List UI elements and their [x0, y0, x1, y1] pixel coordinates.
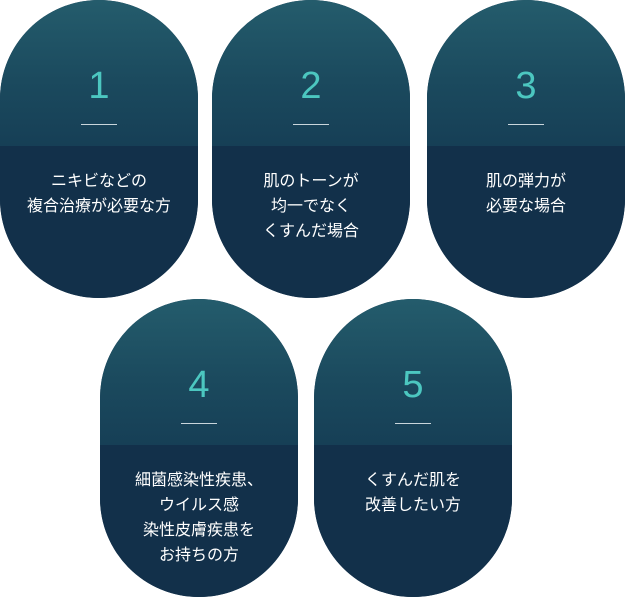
card-text: 肌の弾力が 必要な場合 [485, 171, 566, 215]
card-divider [181, 423, 217, 424]
card-divider [81, 124, 117, 125]
card-top-panel [100, 299, 298, 445]
card-bottom-panel [427, 146, 625, 298]
card-top-panel [0, 0, 198, 146]
card-top-panel [212, 0, 410, 146]
card-top-panel [314, 299, 512, 445]
indication-card-3: 3 肌の弾力が 必要な場合 [427, 0, 625, 298]
indication-card-1: 1 ニキビなどの 複合治療が必要な方 [0, 0, 198, 298]
card-bottom-panel [100, 445, 298, 597]
card-number: 1 [88, 65, 110, 107]
card-bottom-panel [314, 445, 512, 597]
card-number: 5 [402, 364, 424, 406]
card-number: 2 [300, 65, 322, 107]
indication-card-2: 2 肌のトーンが 均一でなく くすんだ場合 [212, 0, 410, 298]
card-bottom-panel [0, 146, 198, 298]
card-number: 4 [188, 364, 210, 406]
card-text: 細菌感染性疾患、 ウイルス感 染性皮膚疾患を お持ちの方 [134, 470, 263, 564]
card-text: くすんだ肌を 改善したい方 [364, 470, 461, 514]
indication-card-5: 5 くすんだ肌を 改善したい方 [314, 299, 512, 597]
card-text: 肌のトーンが 均一でなく くすんだ場合 [262, 171, 359, 240]
card-bottom-panel [212, 146, 410, 298]
card-number: 3 [515, 65, 537, 107]
card-divider [395, 423, 431, 424]
card-top-panel [427, 0, 625, 146]
card-text: ニキビなどの 複合治療が必要な方 [26, 171, 171, 215]
card-divider [293, 124, 329, 125]
card-divider [508, 124, 544, 125]
indication-card-4: 4 細菌感染性疾患、 ウイルス感 染性皮膚疾患を お持ちの方 [100, 299, 298, 597]
